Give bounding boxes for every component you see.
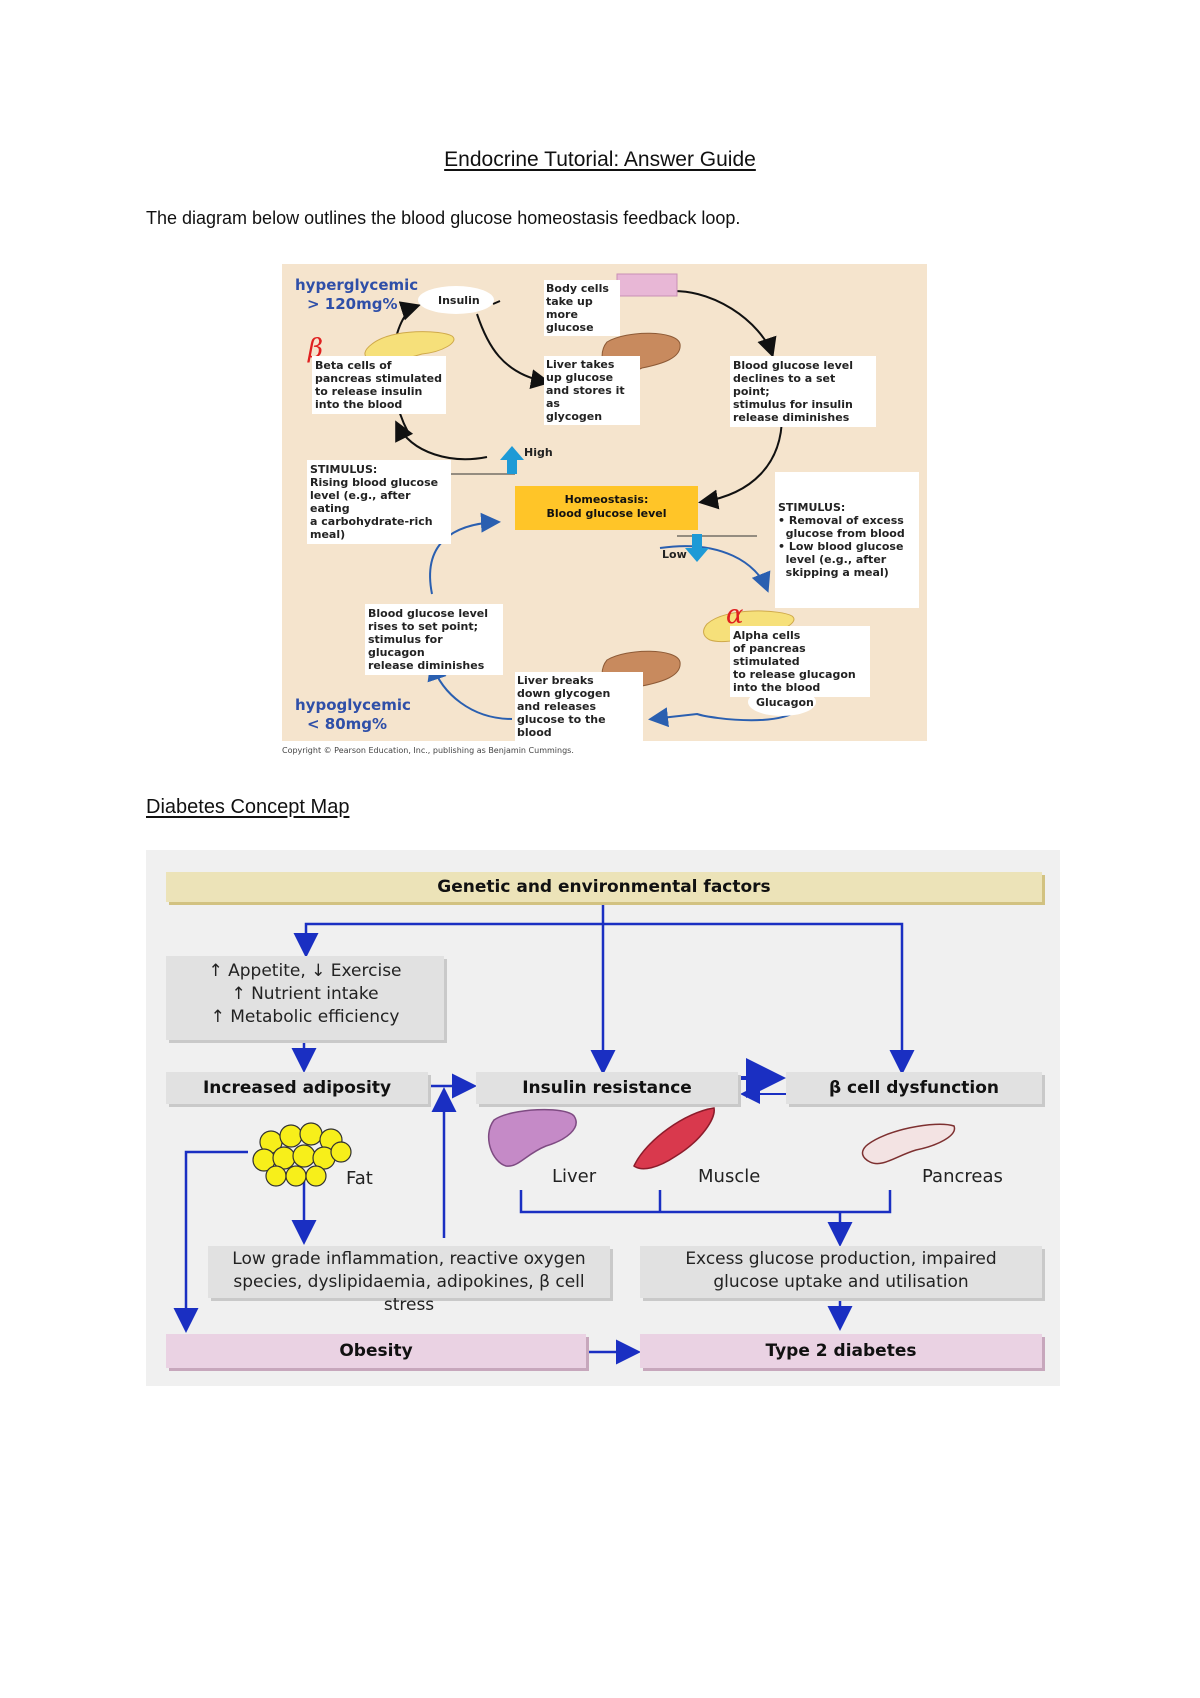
arrow-to-declines <box>659 289 777 358</box>
diabetes-concept-map: Genetic and environmental factors ↑ Appe… <box>146 850 1060 1386</box>
type2-diabetes-bar: Type 2 diabetes <box>640 1334 1042 1368</box>
insulin-oval <box>418 286 494 314</box>
pancreas-organ-icon <box>861 1123 956 1165</box>
hypoglycemic-label: hypoglycemic < 80mg% <box>295 696 411 733</box>
glucose-homeostasis-figure: hyperglycemic > 120mg% hypoglycemic < 80… <box>282 264 927 741</box>
liver-organ-icon <box>488 1108 577 1167</box>
low-arrow-icon <box>685 534 709 562</box>
muscle-organ-icon <box>633 1107 715 1170</box>
alpha-symbol: α <box>726 600 744 630</box>
hyperglycemic-label: hyperglycemic > 120mg% <box>295 276 419 313</box>
pancreas-label: Pancreas <box>922 1166 1003 1187</box>
obesity-bar: Obesity <box>166 1334 586 1368</box>
body-cells-icon <box>616 273 678 297</box>
insulin-resistance-bar: Insulin resistance <box>476 1072 738 1104</box>
low-label: Low <box>662 548 687 561</box>
fat-label: Fat <box>346 1168 373 1189</box>
arrow-to-homeostasis <box>698 415 783 510</box>
arrow-to-beta <box>395 420 488 461</box>
genetic-factors-bar: Genetic and environmental factors <box>166 872 1042 902</box>
liver-label: Liver <box>552 1166 597 1187</box>
high-arrow-icon <box>500 446 524 474</box>
lifestyle-box: ↑ Appetite, ↓ Exercise↑ Nutrient intake↑… <box>166 956 444 1040</box>
fat-cells-icon <box>252 1122 352 1187</box>
high-label: High <box>524 446 553 459</box>
arrow-to-alpha <box>659 545 771 593</box>
arrow-to-liver <box>476 313 551 390</box>
beta-cell-dysfunction-bar: β cell dysfunction <box>786 1072 1042 1104</box>
concept-map-arrows <box>173 900 956 1365</box>
copyright-text: Copyright © Pearson Education, Inc., pub… <box>282 746 574 755</box>
glucagon-label: Glucagon <box>756 696 814 709</box>
section-heading: Diabetes Concept Map <box>146 796 350 818</box>
muscle-label: Muscle <box>698 1166 761 1187</box>
homeostasis-box: Homeostasis: Blood glucose level <box>515 486 698 530</box>
increased-adiposity-bar: Increased adiposity <box>166 1072 428 1104</box>
insulin-label: Insulin <box>438 294 480 307</box>
document-title: Endocrine Tutorial: Answer Guide <box>444 148 756 171</box>
stimulus-low-text: STIMULUS:• Removal of excess glucose fro… <box>775 472 919 608</box>
intro-paragraph: The diagram below outlines the blood glu… <box>146 208 741 228</box>
